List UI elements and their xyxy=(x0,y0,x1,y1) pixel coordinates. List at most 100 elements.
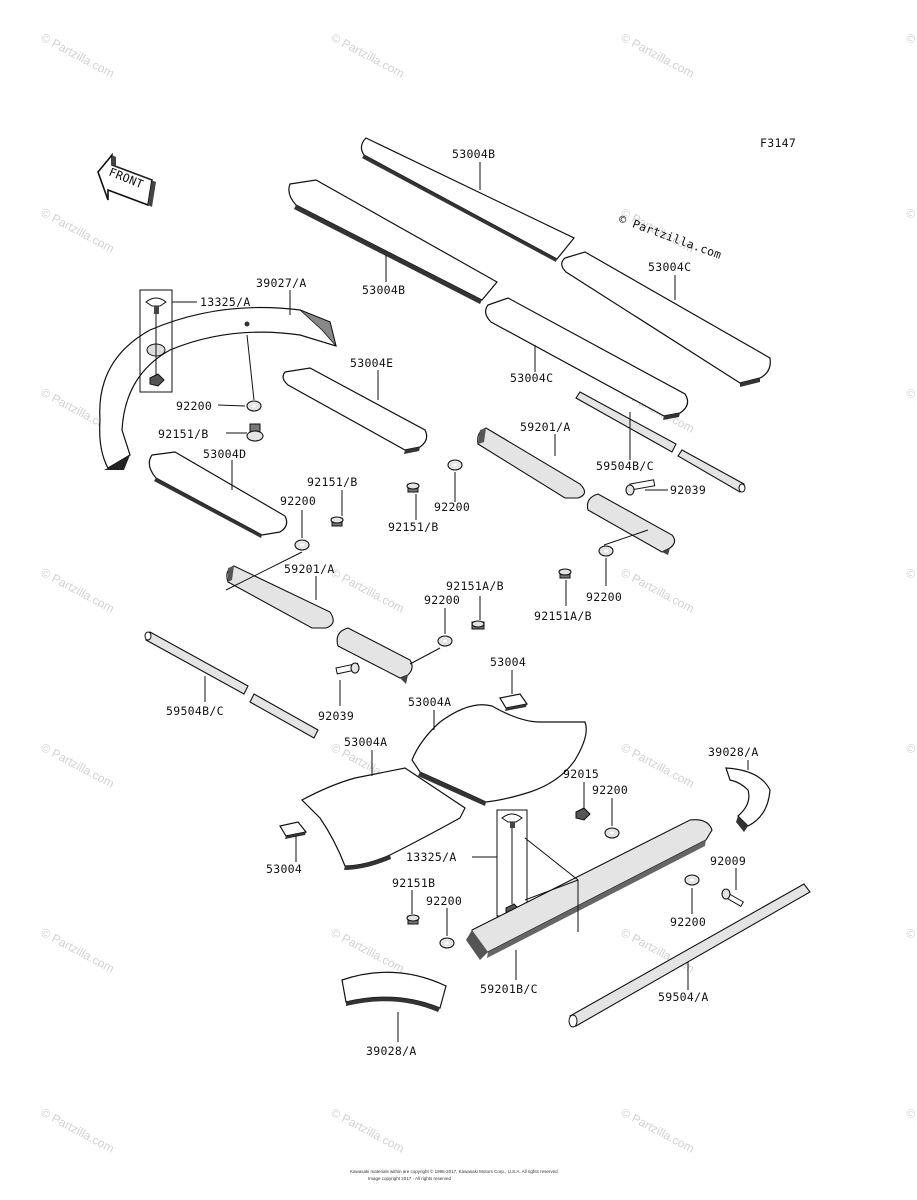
watermark-text: © Partzilla.com xyxy=(904,565,917,615)
rail-59201A-top xyxy=(477,427,676,555)
watermark-text: © Partzilla.com xyxy=(904,925,917,975)
mat-53004B-top xyxy=(360,137,575,262)
watermark-text: © Partzilla.com xyxy=(39,30,117,80)
label-92151B-b: 92151/B xyxy=(307,475,358,489)
label-59504A: 59504/A xyxy=(658,990,709,1004)
nut-92015-icon xyxy=(575,807,591,821)
footer-line-1: Kawasaki materials within are copyright … xyxy=(350,1168,559,1174)
label-13325A-bottom: 13325/A xyxy=(406,850,457,864)
washer-92200-g-icon xyxy=(439,937,455,949)
watermark-text: © Partzilla.com xyxy=(619,1105,697,1155)
cover-39028A-right xyxy=(725,767,771,832)
label-92151B-a: 92151/B xyxy=(158,427,209,441)
washer-92200-c-icon xyxy=(447,459,463,471)
bolt-92151AB-b-icon xyxy=(558,568,572,579)
cover-39028A-bottom xyxy=(341,971,447,1012)
label-92151B-d: 92151B xyxy=(392,876,435,890)
floor-mat-53004A-left xyxy=(301,767,466,870)
watermark-text: © Partzilla.com xyxy=(329,565,407,615)
label-92200-e: 92200 xyxy=(586,590,622,604)
label-92151AB-a: 92151A/B xyxy=(446,579,504,593)
label-92151AB-b: 92151A/B xyxy=(534,609,592,623)
label-13325A-top: 13325/A xyxy=(200,295,251,309)
label-92151B-c: 92151/B xyxy=(388,520,439,534)
watermark-text: © Partzilla.com xyxy=(39,925,117,975)
watermark-text: © Partzilla.com xyxy=(904,1105,917,1155)
pad-53004E xyxy=(282,367,428,454)
watermark-text: © Partzilla.com xyxy=(904,30,917,80)
pad-53004-top xyxy=(499,693,529,711)
watermark-text: © Partzilla.com xyxy=(39,205,117,255)
label-92200-b: 92200 xyxy=(280,494,316,508)
watermark-text: © Partzilla.com xyxy=(329,1105,407,1155)
watermark-text: © Partzilla.com xyxy=(619,565,697,615)
leader-lines xyxy=(172,162,749,1042)
bolt-92151B-a-icon xyxy=(246,423,264,442)
label-53004E: 53004E xyxy=(350,356,393,370)
label-39028A-right: 39028/A xyxy=(708,745,759,759)
floor-mat-53004A-right xyxy=(411,704,587,806)
mat-53004C-mid xyxy=(485,297,689,420)
footer-line-2: Image copyright 2017 · All rights reserv… xyxy=(368,1176,452,1181)
watermark-text: © Partzilla.com xyxy=(39,1105,117,1155)
mat-53004C-right xyxy=(561,251,771,387)
washer-92200-a-icon xyxy=(246,400,262,412)
label-59201A-mid: 59201/A xyxy=(284,562,335,576)
rail-59201BC xyxy=(466,819,713,960)
center-watermark: © Partzilla.com xyxy=(617,212,724,262)
screw-92009-icon xyxy=(721,888,745,908)
watermark-text: © Partzilla.com xyxy=(904,740,917,790)
watermark-text: © Partzilla.com xyxy=(329,925,407,975)
bracket-box-13325A-top xyxy=(139,289,173,393)
figure-code: F3147 xyxy=(760,136,796,150)
label-92200-h: 92200 xyxy=(670,915,706,929)
label-59504BC-right: 59504B/C xyxy=(596,459,654,473)
washer-92200-d-icon xyxy=(437,635,453,647)
label-59504BC-left: 59504B/C xyxy=(166,704,224,718)
watermark-text: © Partzilla.com xyxy=(904,205,917,255)
pad-53004D xyxy=(148,451,288,538)
label-53004-bottom: 53004 xyxy=(266,862,302,876)
watermark-text: © Partzilla.com xyxy=(39,740,117,790)
label-53004B-left: 53004B xyxy=(362,283,405,297)
washer-92200-e-icon xyxy=(598,545,614,557)
label-53004B-top: 53004B xyxy=(452,147,495,161)
label-92200-g: 92200 xyxy=(426,894,462,908)
label-53004C-right: 53004C xyxy=(648,260,691,274)
pin-92039-right-icon xyxy=(625,479,656,496)
front-arrow-icon: FRONT xyxy=(97,152,156,207)
mat-53004B-left xyxy=(288,179,498,304)
bolt-92151AB-a-icon xyxy=(471,620,485,630)
bolt-92151B-d-icon xyxy=(406,914,420,925)
pad-53004-bottom xyxy=(279,821,308,839)
label-92015: 92015 xyxy=(563,767,599,781)
rail-59201A-mid xyxy=(226,565,413,684)
label-53004A-b: 53004A xyxy=(344,735,387,749)
label-53004D: 53004D xyxy=(203,447,246,461)
pin-92039-left-icon xyxy=(335,662,360,675)
watermark-text: © Partzilla.com xyxy=(619,740,697,790)
bolt-92151B-b-icon xyxy=(330,516,344,527)
label-39028A-bottom: 39028/A xyxy=(366,1044,417,1058)
label-53004-top: 53004 xyxy=(490,655,526,669)
part-labels: 53004B 53004B 53004C 53004C 39027/A 1332… xyxy=(158,147,759,1058)
label-92200-c: 92200 xyxy=(434,500,470,514)
washer-92200-h-icon xyxy=(684,874,700,886)
label-92200-d: 92200 xyxy=(424,593,460,607)
strip-59504BC-left xyxy=(144,631,319,739)
strip-59504BC-right xyxy=(575,391,746,493)
label-39027A: 39027/A xyxy=(256,276,307,290)
bolt-92151B-c-icon xyxy=(406,482,420,493)
strip-59504A xyxy=(568,883,811,1028)
label-53004C-mid: 53004C xyxy=(510,371,553,385)
watermark-text: © Partzilla.com xyxy=(39,565,117,615)
watermark-text: © Partzilla.com xyxy=(904,385,917,435)
watermark-text: © Partzilla.com xyxy=(619,30,697,80)
label-92039-left: 92039 xyxy=(318,709,354,723)
label-92039-right: 92039 xyxy=(670,483,706,497)
label-59201BC: 59201B/C xyxy=(480,982,538,996)
label-92009: 92009 xyxy=(710,854,746,868)
label-53004A-a: 53004A xyxy=(408,695,451,709)
label-59201A-top: 59201/A xyxy=(520,420,571,434)
